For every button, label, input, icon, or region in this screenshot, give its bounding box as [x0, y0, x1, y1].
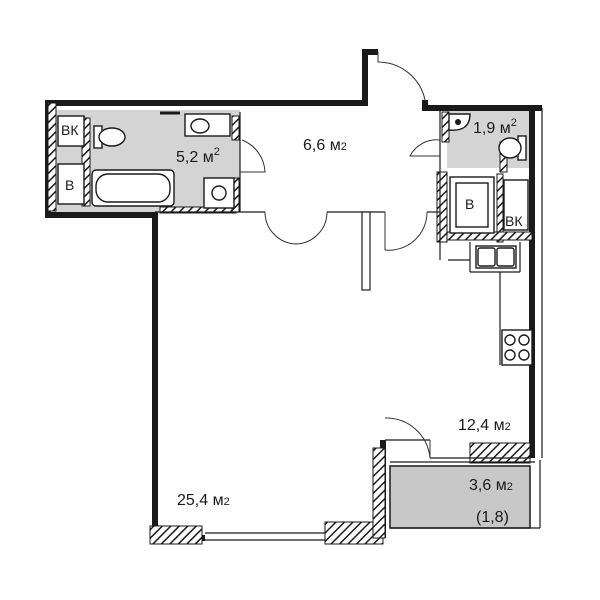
kitchen-fixtures: [448, 176, 533, 366]
kitchen-area: 12,4 м2: [458, 417, 511, 434]
wc-area: 1,9 м2: [473, 117, 517, 137]
b-label-kitchen: В: [465, 196, 474, 212]
wc-toilet-icon: [498, 135, 527, 161]
bathroom-area: 5,2 м2: [176, 146, 220, 166]
toilet-icon: [93, 125, 126, 149]
sink-icon: [184, 113, 231, 137]
b-label-bath: В: [65, 177, 74, 193]
bk-label-bath: ВК: [61, 122, 79, 138]
bk-box-bath: [57, 115, 85, 147]
bathtub-icon: [91, 169, 175, 207]
living-area: 25,4 м2: [177, 492, 230, 509]
bathroom-fixtures: [57, 111, 235, 209]
bk-label-kitchen: ВК: [505, 213, 523, 229]
balcony-zone: [389, 465, 531, 529]
balcony-coefficient: (1,8): [476, 509, 509, 526]
hall-area: 6,6 м2: [303, 137, 347, 154]
b-box-kitchen: [449, 176, 495, 234]
partitions: [155, 110, 535, 463]
wc-fixtures: [448, 113, 527, 161]
hatched-walls: [47, 102, 533, 545]
washing-machine-icon: [203, 177, 235, 209]
doors: [240, 52, 441, 459]
kitchen-sink-icon: [475, 245, 517, 269]
bk-box-kitchen: [503, 179, 529, 231]
stove-icon: [501, 329, 533, 366]
b-box-bath: [57, 163, 85, 205]
wc-sink-icon: [448, 113, 471, 131]
balcony-area: 3,6 м2: [469, 477, 513, 494]
